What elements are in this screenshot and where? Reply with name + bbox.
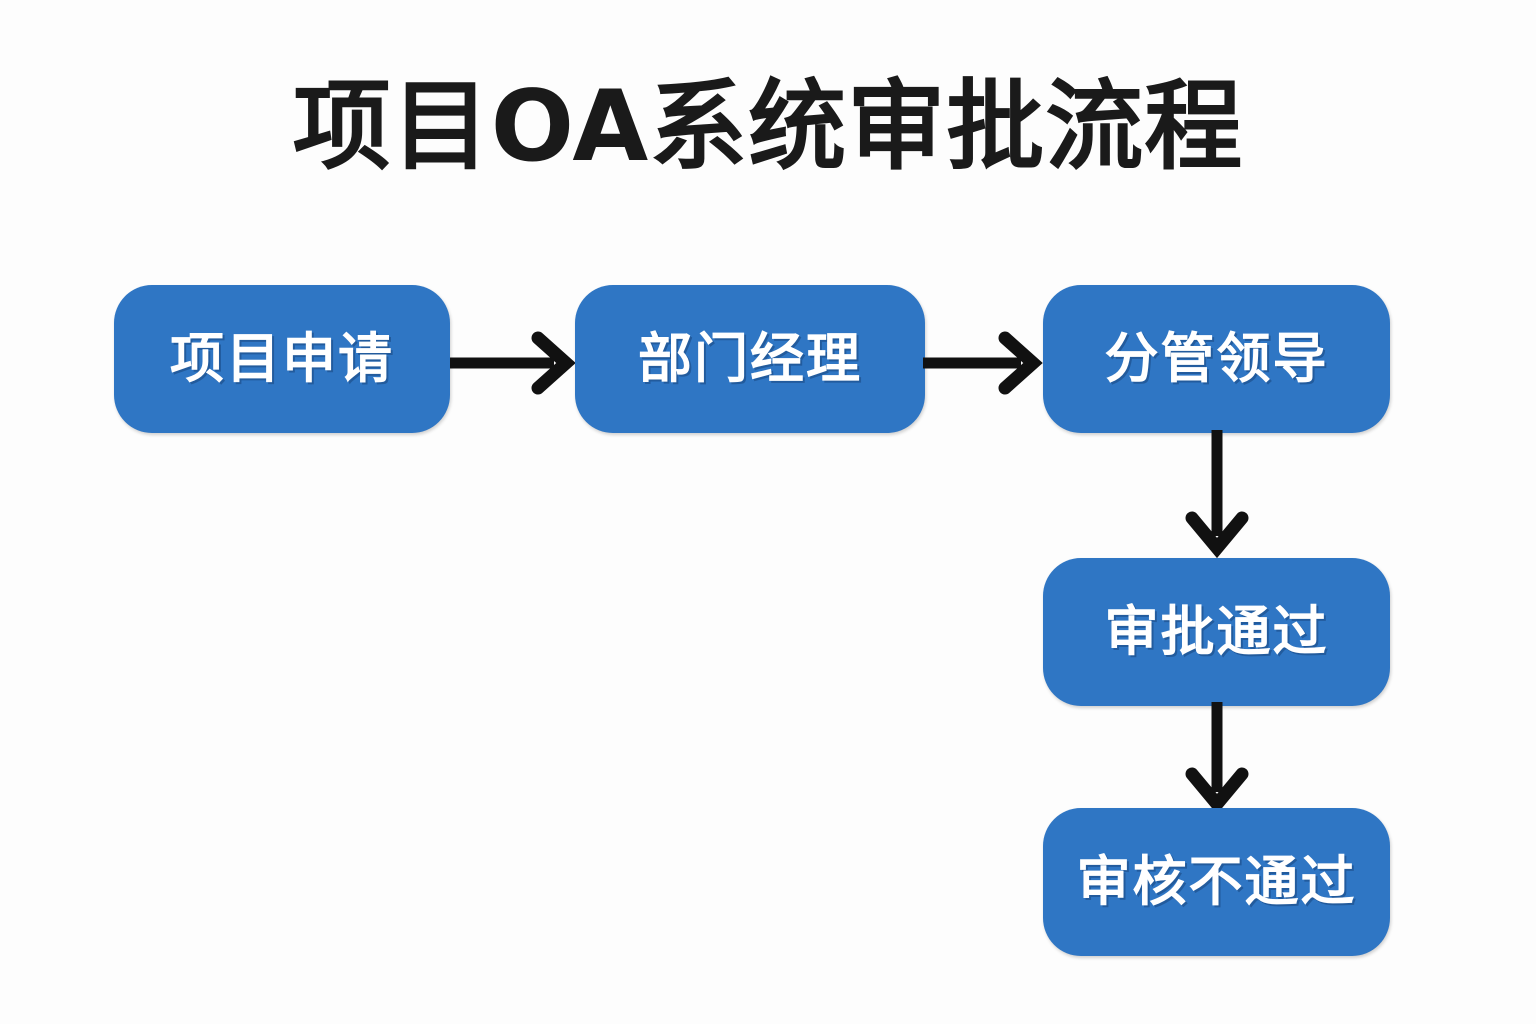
arrow-leader-to-approved bbox=[1185, 430, 1249, 562]
arrow-dept-to-leader bbox=[923, 330, 1045, 396]
flow-node-approval-passed[interactable]: 审批通过 bbox=[1043, 558, 1390, 706]
arrow-apply-to-dept bbox=[450, 330, 578, 396]
page-title: 项目OA系统审批流程 bbox=[292, 70, 1244, 184]
flow-node-label: 分管领导 bbox=[1104, 327, 1329, 390]
flow-node-label: 部门经理 bbox=[638, 327, 862, 390]
flow-node-label: 审批通过 bbox=[1104, 600, 1329, 663]
flow-node-label: 项目申请 bbox=[170, 327, 394, 390]
flow-node-division-leader[interactable]: 分管领导 bbox=[1043, 285, 1390, 433]
flow-node-review-rejected[interactable]: 审核不通过 bbox=[1043, 808, 1390, 956]
flow-node-label: 审核不通过 bbox=[1076, 850, 1357, 913]
flow-node-project-application[interactable]: 项目申请 bbox=[114, 285, 450, 433]
arrow-approved-to-rejected bbox=[1185, 702, 1249, 815]
flow-node-department-manager[interactable]: 部门经理 bbox=[575, 285, 925, 433]
